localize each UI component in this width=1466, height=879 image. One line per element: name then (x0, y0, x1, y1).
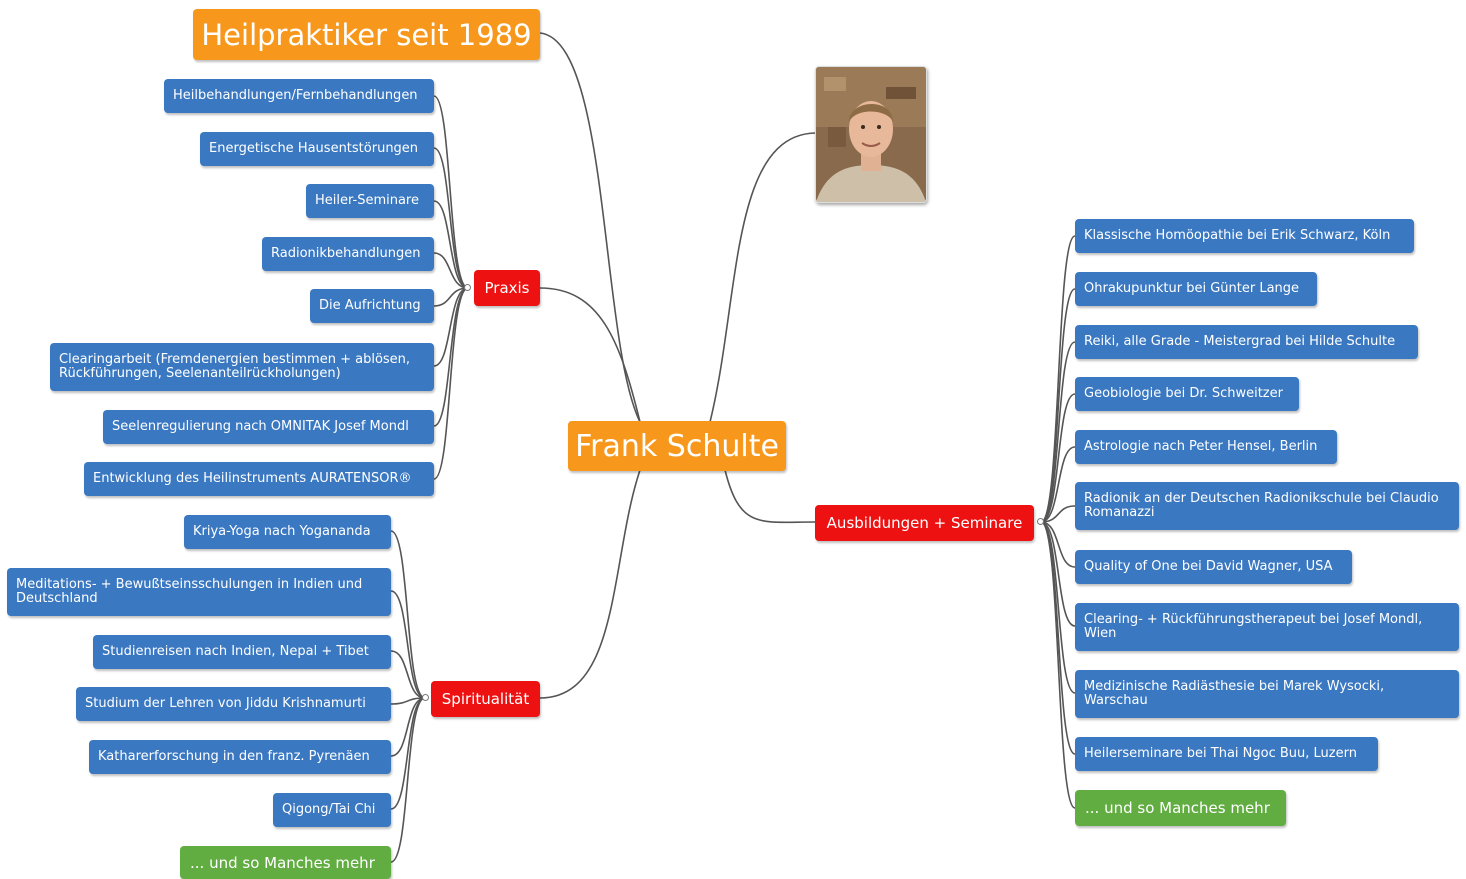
branch-praxis[interactable]: Praxis (474, 270, 540, 306)
ausbildungen-item[interactable]: Clearing- + Rückführungstherapeut bei Jo… (1075, 603, 1459, 651)
ausbildungen-item[interactable]: Ohrakupunktur bei Günter Lange (1075, 272, 1317, 306)
ausbildungen-collapse-toggle[interactable] (1037, 518, 1044, 525)
praxis-item[interactable]: Radionikbehandlungen (262, 237, 434, 271)
praxis-item[interactable]: Entwicklung des Heilinstruments AURATENS… (84, 462, 434, 496)
spiritualitaet-item[interactable]: Katharerforschung in den franz. Pyrenäen (89, 740, 391, 774)
praxis-item[interactable]: Heiler-Seminare (306, 184, 434, 218)
ausbildungen-item[interactable]: Heilerseminare bei Thai Ngoc Buu, Luzern (1075, 737, 1378, 771)
ausbildungen-item[interactable]: Geobiologie bei Dr. Schweitzer (1075, 377, 1299, 411)
ausbildungen-item[interactable]: Quality of One bei David Wagner, USA (1075, 550, 1352, 584)
ausbildungen-more[interactable]: ... und so Manches mehr (1075, 790, 1286, 826)
ausbildungen-item[interactable]: Medizinische Radiästhesie bei Marek Wyso… (1075, 670, 1459, 718)
spiritualitaet-more[interactable]: ... und so Manches mehr (180, 846, 391, 879)
ausbildungen-item[interactable]: Klassische Homöopathie bei Erik Schwarz,… (1075, 219, 1414, 253)
branch-spiritualitaet[interactable]: Spiritualität (431, 681, 540, 717)
branch-ausbildungen[interactable]: Ausbildungen + Seminare (815, 505, 1034, 541)
spiritualitaet-item[interactable]: Qigong/Tai Chi (273, 793, 391, 827)
central-topic[interactable]: Frank Schulte (568, 421, 786, 471)
praxis-item[interactable]: Die Aufrichtung (310, 289, 434, 323)
spiritualitaet-item[interactable]: Studium der Lehren von Jiddu Krishnamurt… (76, 687, 391, 721)
praxis-item[interactable]: Heilbehandlungen/Fernbehandlungen (164, 79, 434, 113)
praxis-item[interactable]: Clearingarbeit (Fremdenergien bestimmen … (50, 343, 434, 391)
spiritualitaet-item[interactable]: Kriya-Yoga nach Yogananda (184, 515, 391, 549)
ausbildungen-item[interactable]: Radionik an der Deutschen Radionikschule… (1075, 482, 1459, 530)
spiritualitaet-item[interactable]: Studienreisen nach Indien, Nepal + Tibet (93, 635, 391, 669)
praxis-collapse-toggle[interactable] (464, 284, 471, 291)
spiritualitaet-item[interactable]: Meditations- + Bewußtseinsschulungen in … (7, 568, 391, 616)
ausbildungen-item[interactable]: Reiki, alle Grade - Meistergrad bei Hild… (1075, 325, 1418, 359)
praxis-item[interactable]: Energetische Hausentstörungen (200, 132, 434, 166)
portrait-photo (815, 66, 927, 203)
praxis-item[interactable]: Seelenregulierung nach OMNITAK Josef Mon… (103, 410, 434, 444)
header-topic[interactable]: Heilpraktiker seit 1989 (193, 9, 540, 60)
ausbildungen-item[interactable]: Astrologie nach Peter Hensel, Berlin (1075, 430, 1337, 464)
spiritualitaet-collapse-toggle[interactable] (422, 694, 429, 701)
